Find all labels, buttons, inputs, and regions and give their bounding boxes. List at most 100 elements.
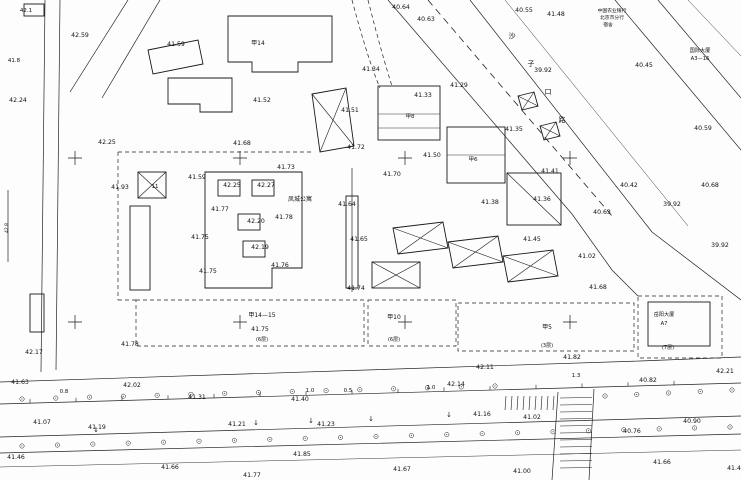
tree-symbol-dot (623, 429, 625, 431)
map-label: 40.90 (683, 418, 701, 425)
tree-symbol-dot (163, 441, 165, 443)
map-label: 42.59 (71, 32, 89, 39)
tree-symbol-dot (21, 398, 23, 400)
map-label: 41.82 (563, 354, 581, 361)
map-label: 41.52 (253, 97, 271, 104)
tree-symbol (222, 390, 228, 396)
tree-symbol-dot (694, 427, 696, 429)
crosswalk-rung (546, 395, 549, 411)
tree-symbol (338, 435, 344, 440)
tree-symbol (161, 439, 167, 445)
tree-symbol (602, 393, 608, 399)
down-arrow-symbol: ↓ (253, 419, 259, 427)
survey-cross (398, 151, 412, 165)
symbols-layer: ↓↓↓↓↓ (93, 411, 452, 434)
crosswalk-rung (504, 395, 507, 411)
tree-symbol (302, 435, 308, 441)
map-label: (3层) (541, 343, 553, 349)
map-label: 42.8 (4, 223, 10, 233)
tree-symbol-dot (359, 389, 361, 391)
tree-symbol (634, 392, 640, 397)
tree-symbol-dot (494, 385, 496, 387)
map-label: 41.8 (8, 58, 21, 64)
map-label: 42.25 (223, 182, 241, 189)
map-label: 39.92 (534, 67, 552, 74)
map-label: 42.1 (20, 8, 32, 14)
map-label: 42.27 (257, 182, 275, 189)
tree-symbol (408, 433, 414, 438)
map-label: 41.00 (513, 468, 531, 475)
map-label: 41.16 (473, 411, 491, 418)
map-label: 42.11 (476, 364, 494, 371)
tree-symbol (125, 440, 131, 446)
map-label: A3—16 (691, 56, 710, 62)
map-label: 40.68 (701, 182, 719, 189)
map-label: 42.02 (123, 382, 141, 389)
map-label: 甲14—15 (248, 312, 275, 319)
map-label: 41.33 (414, 92, 432, 99)
tree-symbol (550, 429, 556, 435)
map-label: 41.78 (275, 214, 293, 221)
map-label: 甲14 (251, 40, 265, 47)
tree-symbol-dot (340, 436, 342, 438)
tree-symbol (424, 385, 430, 391)
map-label: 沙 (509, 32, 516, 40)
tree-symbol (90, 441, 96, 447)
tree-symbol-dot (481, 433, 483, 435)
tree-symbol (357, 387, 363, 393)
crosswalk-rung (559, 453, 593, 455)
map-label: 39.92 (663, 201, 681, 208)
tree-symbol (458, 384, 464, 390)
tree-symbol-dot (604, 395, 606, 397)
tree-symbol (53, 395, 59, 401)
map-label: 41.75 (199, 268, 217, 275)
map-label: 41.51 (341, 107, 359, 114)
crosswalk-rung (516, 395, 519, 411)
map-label: 40.82 (639, 377, 657, 384)
map-label: 1.3 (572, 373, 581, 379)
survey-cross (563, 315, 577, 329)
grid-crosses-layer (68, 151, 577, 329)
tree-symbol-dot (122, 395, 124, 397)
crosswalk-rung (528, 395, 531, 411)
map-label: 40.45 (635, 62, 653, 69)
buildings-layer (7, 3, 711, 347)
tree-symbol (289, 389, 295, 395)
crosswalk-rung (559, 432, 593, 434)
tree-symbol (256, 390, 261, 395)
tree-symbol (585, 428, 591, 434)
tree-symbol-dot (156, 394, 158, 396)
tree-symbol-dot (587, 430, 589, 432)
map-label: 41.78 (121, 341, 139, 348)
map-label: 国际大厦 (690, 46, 711, 54)
tree-symbol-dot (325, 390, 327, 392)
tree-symbol-dot (699, 391, 701, 392)
crosswalk-rung (522, 395, 525, 411)
tree-symbol (87, 394, 93, 400)
map-label: 40.64 (392, 4, 410, 11)
map-label: 41.93 (111, 184, 129, 191)
map-label: 41.77 (211, 206, 229, 213)
tree-symbol-dot (375, 436, 377, 437)
map-label: 41.68 (233, 140, 251, 147)
map-label: 39.92 (711, 242, 729, 249)
tree-symbol-dot (55, 397, 57, 399)
map-label: 甲5 (542, 324, 552, 331)
map-label: 1.0 (427, 385, 436, 391)
map-label: 41.41 (541, 168, 559, 175)
tree-symbol-dot (291, 391, 293, 393)
map-label: (7层) (662, 345, 674, 351)
tree-symbol (19, 443, 25, 449)
map-label: 路 (559, 115, 566, 124)
map-label: 41.36 (533, 196, 551, 203)
map-label: 41.66 (653, 459, 671, 466)
tree-symbol (323, 388, 329, 394)
map-label: 41.31 (188, 394, 206, 401)
map-label: 1.0 (306, 388, 315, 394)
map-label: 40.42 (620, 182, 638, 189)
map-label: 41.65 (350, 236, 368, 243)
map-label: 中国农业银行 (598, 7, 627, 14)
map-label: 41.68 (589, 284, 607, 291)
map-label: 42.21 (716, 368, 734, 375)
